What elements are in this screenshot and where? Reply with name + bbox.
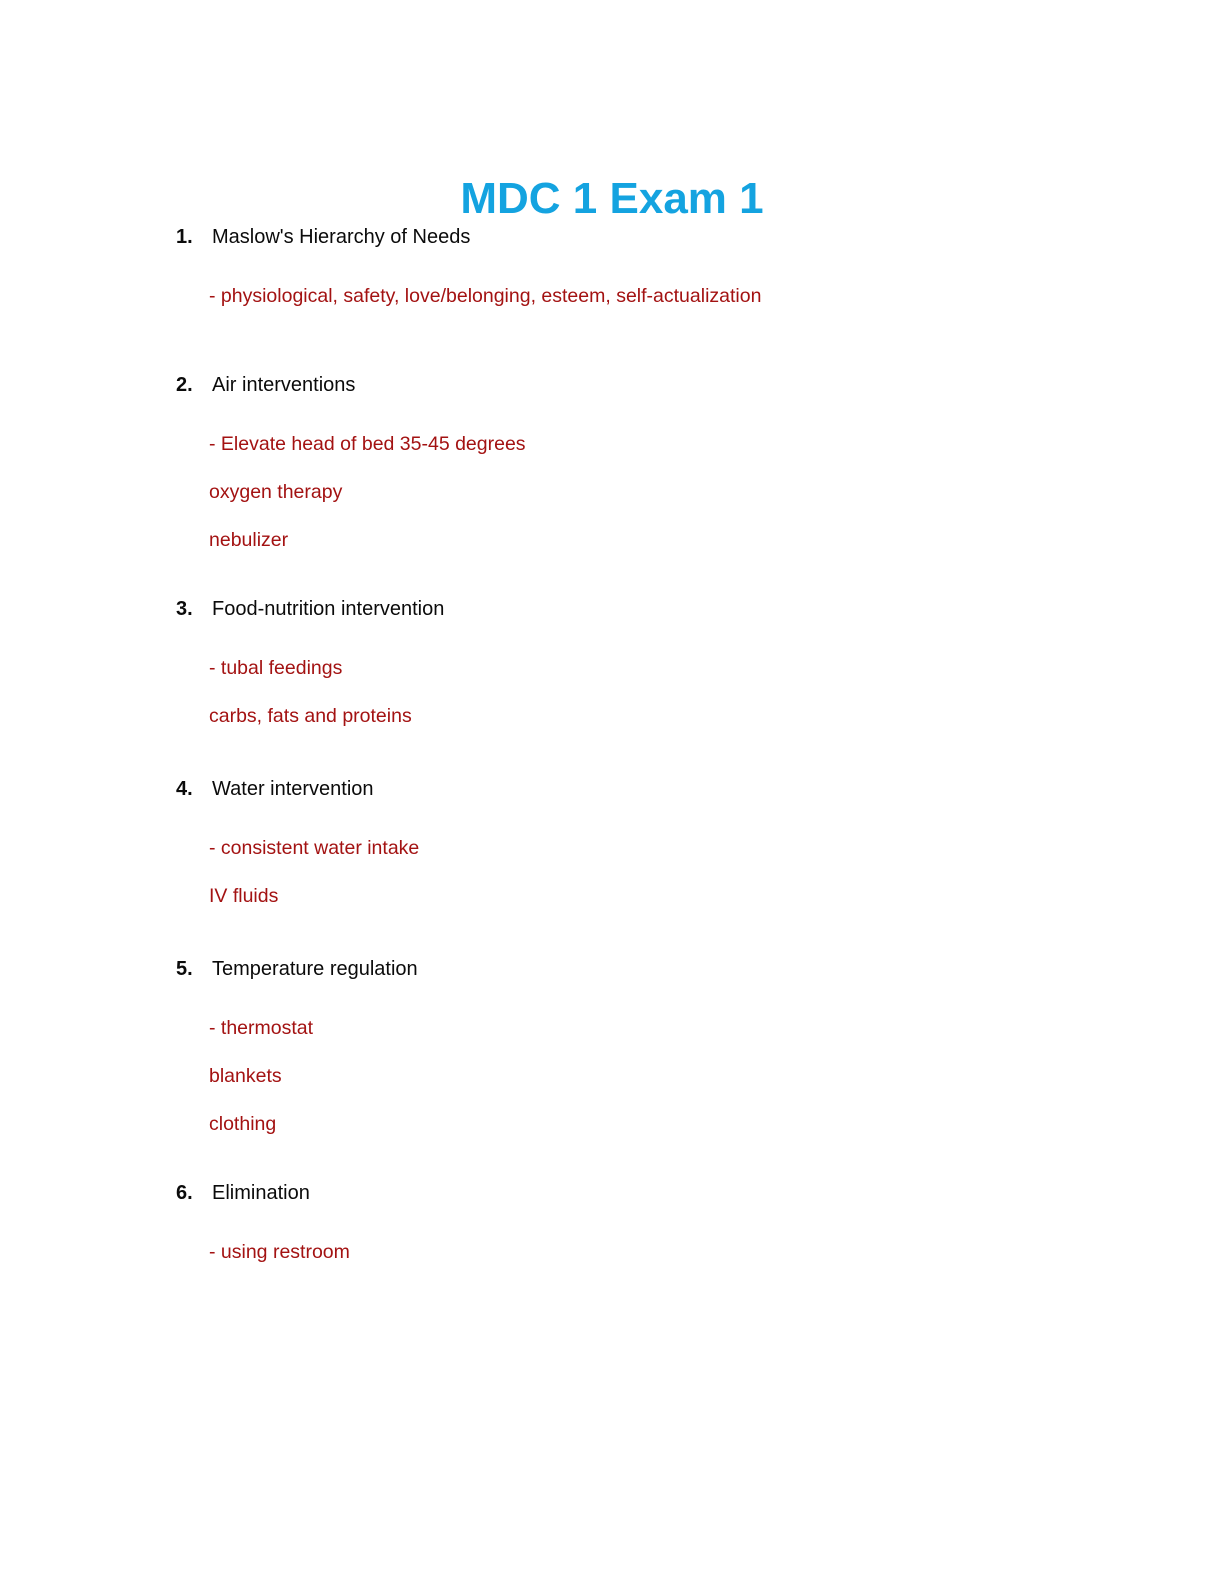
list-item-details: - Elevate head of bed 35-45 degrees oxyg… (0, 404, 1224, 552)
list-item-heading: 3. Food-nutrition intervention (0, 594, 1224, 628)
detail-line: IV fluids (209, 885, 279, 907)
list-item-heading: 4. Water intervention (0, 774, 1224, 808)
list-item-title: Temperature regulation (212, 958, 418, 980)
detail-line: - tubal feedings (209, 657, 343, 679)
item-spacer (0, 552, 1224, 594)
list-item-number: 5. (176, 958, 193, 980)
list-item-title: Food-nutrition intervention (212, 598, 445, 620)
page-title: MDC 1 Exam 1 (460, 174, 764, 224)
list-item: 6. Elimination - using restroom (0, 1178, 1224, 1264)
detail-line: - consistent water intake (209, 837, 420, 859)
list-item-number: 1. (176, 226, 193, 248)
detail-line: carbs, fats and proteins (209, 705, 412, 727)
detail-line: nebulizer (209, 529, 289, 551)
list-item-heading: 6. Elimination (0, 1178, 1224, 1212)
list-item: 1. Maslow's Hierarchy of Needs - physiol… (0, 222, 1224, 308)
list-item-title: Maslow's Hierarchy of Needs (212, 226, 471, 248)
list-item: 2. Air interventions - Elevate head of b… (0, 370, 1224, 552)
list-item-title: Water intervention (212, 778, 374, 800)
outline-list: 1. Maslow's Hierarchy of Needs - physiol… (0, 222, 1224, 1264)
item-spacer (0, 908, 1224, 954)
detail-line: blankets (209, 1065, 282, 1087)
list-item-details: - tubal feedings carbs, fats and protein… (0, 628, 1224, 728)
list-item-heading: 1. Maslow's Hierarchy of Needs (0, 222, 1224, 256)
item-spacer (0, 1136, 1224, 1178)
list-item: 5. Temperature regulation - thermostat b… (0, 954, 1224, 1136)
list-item-number: 3. (176, 598, 193, 620)
list-item-details: - physiological, safety, love/belonging,… (0, 256, 1224, 308)
detail-line: oxygen therapy (209, 481, 343, 503)
list-item: 4. Water intervention - consistent water… (0, 774, 1224, 908)
detail-line: - physiological, safety, love/belonging,… (209, 285, 762, 307)
detail-line: - Elevate head of bed 35-45 degrees (209, 433, 526, 455)
list-item: 3. Food-nutrition intervention - tubal f… (0, 594, 1224, 728)
detail-line: - thermostat (209, 1017, 314, 1039)
item-spacer (0, 308, 1224, 370)
list-item-number: 6. (176, 1182, 193, 1204)
list-item-number: 2. (176, 374, 193, 396)
list-item-title: Air interventions (212, 374, 356, 396)
list-item-details: - using restroom (0, 1212, 1224, 1264)
list-item-details: - thermostat blankets clothing (0, 988, 1224, 1136)
list-item-details: - consistent water intake IV fluids (0, 808, 1224, 908)
list-item-number: 4. (176, 778, 193, 800)
list-item-heading: 5. Temperature regulation (0, 954, 1224, 988)
item-spacer (0, 728, 1224, 774)
list-item-heading: 2. Air interventions (0, 370, 1224, 404)
detail-line: clothing (209, 1113, 277, 1135)
list-item-title: Elimination (212, 1182, 310, 1204)
detail-line: - using restroom (209, 1241, 350, 1263)
